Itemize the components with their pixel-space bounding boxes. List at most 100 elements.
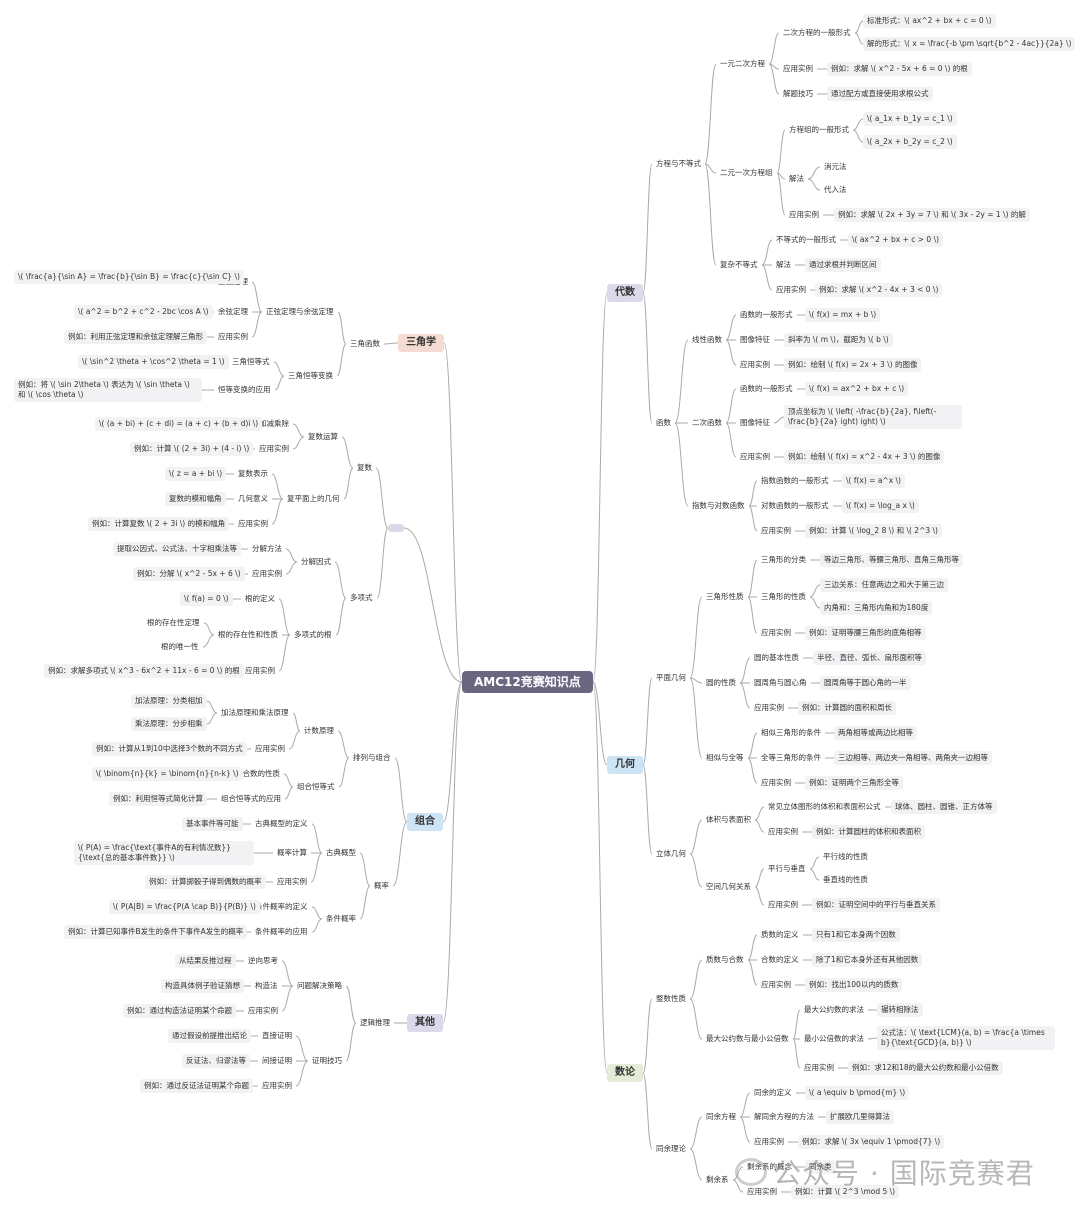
node-yysl12v: 例如：找出100以内的质数: [805, 978, 903, 992]
node-txtz2v: 顶点坐标为 \( \left( -\frac{b}{2a}, f\left(-\…: [784, 405, 962, 429]
node-yysl13: 应用实例: [804, 1063, 834, 1072]
node-kjjh: 空间几何关系: [706, 882, 751, 891]
connector: [343, 467, 354, 500]
node-tjglyy: 条件概率的应用: [255, 927, 308, 936]
node-yysl12: 应用实例: [761, 980, 791, 989]
connector: [739, 682, 751, 709]
connector: [310, 852, 323, 883]
node-gzf: 构造法: [255, 981, 278, 990]
connector: [206, 700, 218, 714]
connector: [761, 264, 773, 291]
connector: [336, 343, 347, 377]
node-xstj: 相似三角形的条件: [761, 728, 821, 737]
node-yysl15: 应用实例: [747, 1187, 777, 1196]
node-zhhdyyv: 例如：利用恒等式简化计算: [109, 792, 207, 806]
node-nxsk: 逆向思考: [248, 956, 278, 965]
node-tjbm: 体积与表面积: [706, 815, 751, 824]
connector: [674, 339, 689, 424]
node-fa2: \( a_2x + b_2y = c_2 \): [863, 135, 957, 149]
node-hsyb1: 函数的一般形式: [740, 310, 793, 319]
node-fjffv: 提取公因式、公式法、十字相乘法等: [113, 542, 241, 556]
node-jhyyv: 复数的模和幅角: [165, 492, 226, 506]
node-zsds: 指数与对数函数: [692, 501, 745, 510]
connector: [642, 1072, 653, 1150]
node-yysl5v: 例如：绘制 \( f(x) = x^2 - 4x + 3 \) 的图像: [784, 450, 945, 464]
node-cfyl: 乘法原理：分步相乘: [131, 717, 207, 731]
node-yysl14: 应用实例: [754, 1137, 784, 1146]
node-yzj: 圆周角与圆心角: [754, 678, 807, 687]
connector: [704, 63, 717, 165]
node-qdtj: 全等三角形的条件: [761, 753, 821, 762]
node-ecybx: 二次方程的一般形式: [783, 28, 851, 37]
connector: [392, 821, 408, 887]
node-gdgxdyv: 基本事件等可能: [182, 817, 243, 831]
connector: [292, 436, 305, 450]
node-gysqf: 最大公约数的求法: [804, 1005, 864, 1014]
node-zxdlv: \( \frac{a}{\sin A} = \frac{b}{\sin B} =…: [14, 270, 244, 284]
node-yysl2: 应用实例: [789, 210, 819, 219]
node-tydyv: \( a \equiv b \pmod{m} \): [805, 1086, 910, 1100]
node-plzh: 排列与组合: [353, 753, 391, 762]
node-zsxz: 整数性质: [656, 994, 686, 1003]
connector: [278, 598, 291, 636]
connector: [271, 498, 284, 525]
connector: [642, 163, 653, 294]
node-jjzm: 间接证明: [262, 1056, 292, 1065]
node-yysl8v: 例如：计算圆的面积和周长: [798, 701, 896, 715]
node-hsyb2v: \( f(x) = ax^2 + bx + c \): [805, 382, 909, 396]
node-yysl17v: 例如：计算 \( (2 + 3i) + (4 - i) \): [130, 442, 254, 456]
connector: [288, 730, 301, 750]
connector: [338, 757, 350, 788]
node-syxgnv: 同余类: [805, 1160, 836, 1174]
node-sbgx: 三边关系：任意两边之和大于第三边: [820, 578, 948, 592]
connector: [295, 1060, 309, 1087]
connector: [689, 853, 703, 888]
node-jf2: 解法: [776, 260, 791, 269]
node-cjlt: 常见立体图形的体积和表面积公式: [768, 802, 881, 811]
node-qita: 其他: [407, 1014, 443, 1032]
connector: [295, 1035, 309, 1062]
node-yysl1: 应用实例: [783, 64, 813, 73]
connector: [642, 764, 653, 855]
node-gljs: 概率计算: [277, 848, 307, 857]
node-zhhd: 组合恒等式: [297, 782, 335, 791]
node-jjzmv: 反证法、归谬法等: [182, 1054, 250, 1068]
node-sjhds: 三角恒等式: [232, 357, 270, 366]
node-gaoji: [388, 524, 404, 532]
connector: [852, 129, 864, 143]
connector: [807, 178, 821, 191]
connector: [592, 292, 608, 683]
mindmap-root: AMC12竞赛知识点: [462, 671, 593, 693]
node-yysl11v: 例如：证明空间中的平行与垂直关系: [812, 898, 940, 912]
node-zshs2: 质数与合数: [706, 955, 744, 964]
node-zhsxz: 组合数的性质: [235, 769, 280, 778]
node-ltjh: 立体几何: [656, 849, 686, 858]
node-yysl10v: 例如：计算圆柱的体积和表面积: [812, 825, 925, 839]
node-fa1: \( a_1x + b_1y = c_1 \): [863, 112, 957, 126]
node-hsdyv: 除了1和它本身外还有其他因数: [812, 953, 923, 967]
node-yysl7v: 例如：证明等腰三角形的底角相等: [805, 626, 926, 640]
node-fjff: 分解方法: [252, 544, 282, 553]
connector: [292, 423, 305, 438]
node-bdsybv: \( ax^2 + bx + c > 0 \): [848, 233, 944, 247]
node-zsdyv: 只有1和它本身两个因数: [812, 928, 900, 942]
node-yyec: 一元二次方程: [720, 59, 765, 68]
node-pxx: 平行线的性质: [823, 852, 868, 861]
node-syxgn: 剩余系的概念: [747, 1162, 792, 1171]
connector: [394, 757, 408, 823]
connector: [383, 342, 399, 345]
connector: [292, 712, 301, 732]
node-yysl8: 应用实例: [754, 703, 784, 712]
node-gdgxdy: 古典概型的定义: [255, 819, 308, 828]
connector: [283, 773, 294, 788]
connector: [754, 886, 765, 906]
node-bzxs: 标准形式：\( ax^2 + bx + c = 0 \): [863, 14, 996, 28]
connector: [732, 1179, 744, 1193]
connector: [376, 527, 389, 599]
node-yysl24v: 例如：通过反证法证明某个命题: [140, 1079, 253, 1093]
connector: [642, 998, 653, 1074]
connector: [725, 314, 737, 341]
node-yysl21v: 例如：计算从1到10中选择3个数的不同方式: [92, 742, 247, 756]
node-bdsyb: 不等式的一般形式: [776, 235, 836, 244]
node-fzbds: 复杂不等式: [720, 260, 758, 269]
